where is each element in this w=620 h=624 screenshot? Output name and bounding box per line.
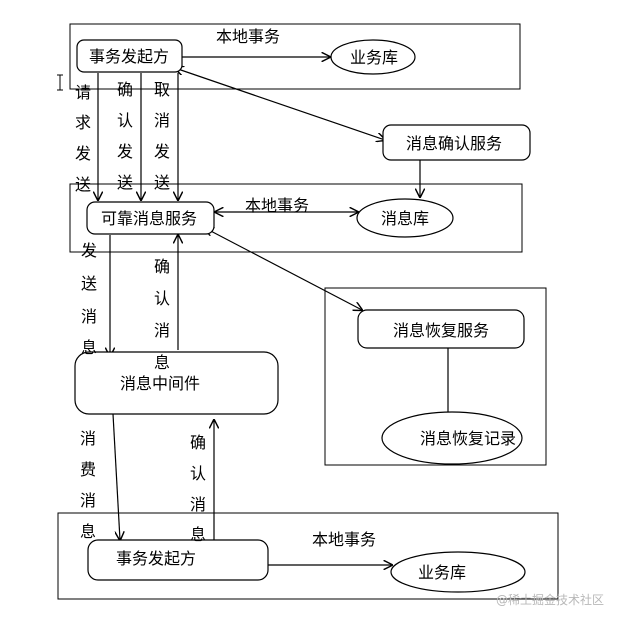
bottom-db-label: 业务库 [418,563,466,582]
cancel-send-char: 发 [154,142,170,161]
msg-db-label: 消息库 [381,209,429,228]
confirm-send-char: 确 [117,80,133,99]
top-db-node [330,39,416,75]
top-initiator-label: 事务发起方 [89,47,169,66]
bottom-initiator-label: 事务发起方 [116,549,196,568]
send-message-char: 发 [81,241,97,260]
confirm-message-1-label: 确 认 消 息 [154,257,170,372]
request-send-char: 请 [75,83,91,102]
bottom-db-node [390,551,526,593]
recovery-box [324,287,547,466]
confirm-message-2-char: 息 [190,525,206,544]
recovery-record-label: 消息恢复记录 [420,429,516,448]
consume-message-char: 费 [80,460,96,479]
cancel-send-char: 取 [154,80,170,99]
reliable-service-node [86,201,215,235]
confirm-message-1-char: 认 [154,289,170,308]
bottom-local-tx-box [57,512,559,600]
bottom-tx-label: 本地事务 [312,530,376,549]
send-message-char: 息 [81,338,97,357]
edge-consume-message [112,413,120,540]
confirm-message-2-label: 确 认 消 息 [190,433,206,544]
confirm-message-2-char: 确 [190,433,206,452]
confirm-service-label: 消息确认服务 [406,134,502,153]
reliable-service-label: 可靠消息服务 [101,209,197,228]
middleware-label: 消息中间件 [120,374,200,393]
confirm-message-2-char: 消 [190,495,206,514]
msg-db-node [356,198,454,238]
confirm-message-2-char: 认 [190,464,206,483]
consume-message-char: 消 [80,491,96,510]
send-message-label: 发 送 消 息 [81,241,97,357]
confirm-send-char: 认 [117,111,133,130]
edge-initiator-confirm-service [175,68,385,140]
watermark: @稀土掘金技术社区 [496,592,604,607]
confirm-send-char: 送 [117,173,133,192]
recovery-service-label: 消息恢复服务 [393,321,489,340]
bottom-initiator-node [87,539,269,581]
cancel-send-char: 消 [154,111,170,130]
cancel-send-char: 送 [154,173,170,192]
request-send-char: 送 [75,175,91,194]
send-message-char: 消 [81,307,97,326]
middleware-node [74,351,279,415]
confirm-message-1-char: 消 [154,321,170,340]
cancel-send-label: 取 消 发 送 [154,80,170,192]
request-send-char: 求 [75,113,91,132]
request-send-label: 请 求 发 送 [75,83,91,194]
confirm-message-1-char: 息 [154,353,170,372]
recovery-record-node [381,411,523,465]
top-db-label: 业务库 [350,48,398,67]
consume-message-label: 消 费 消 息 [80,429,96,541]
confirm-send-char: 发 [117,142,133,161]
confirm-send-label: 确 认 发 送 [117,80,133,192]
confirm-service-node [382,124,531,161]
edge-reliable-to-recovery [205,228,362,310]
mid-tx-label: 本地事务 [245,196,309,215]
text-cursor-icon [57,74,63,91]
top-initiator-node [76,39,183,73]
consume-message-char: 息 [80,522,96,541]
send-message-char: 送 [81,274,97,293]
request-send-char: 发 [75,144,91,163]
confirm-message-1-char: 确 [154,257,170,276]
consume-message-char: 消 [80,429,96,448]
top-tx-label: 本地事务 [216,27,280,46]
recovery-service-node [357,309,525,349]
